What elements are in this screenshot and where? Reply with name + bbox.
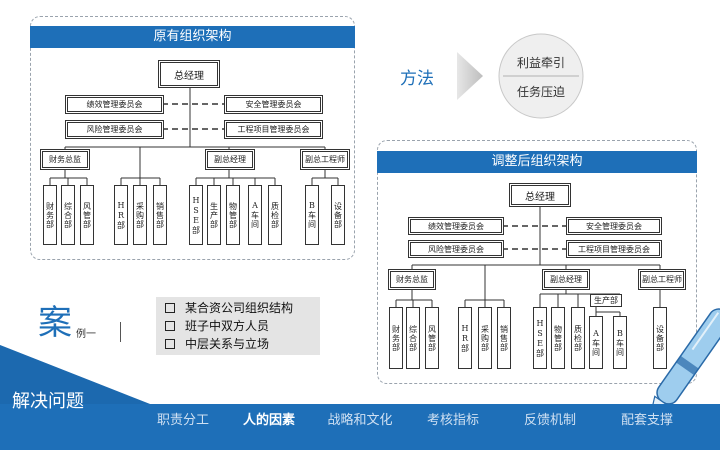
org-dept-box: 财务部 bbox=[389, 307, 403, 369]
org-dept-box: 风管部 bbox=[80, 185, 94, 245]
checkbox-icon bbox=[165, 302, 175, 313]
org-dept-box: A车间 bbox=[248, 185, 262, 245]
original-structure-panel bbox=[30, 16, 355, 260]
case-bullet-text: 中层关系与立场 bbox=[185, 337, 270, 351]
case-bullet-item: 某合资公司组织结构 bbox=[165, 298, 293, 317]
org-dept-box: 生产部 bbox=[207, 185, 221, 245]
org-box-committee: 绩效管理委员会 bbox=[67, 97, 162, 112]
org-box-gm: 总经理 bbox=[511, 185, 569, 205]
case-title-big: 案 bbox=[38, 303, 72, 343]
org-dept-box: B车间 bbox=[613, 316, 627, 369]
org-dept-box: 物管部 bbox=[551, 307, 565, 369]
adjusted-structure-panel bbox=[377, 140, 697, 384]
org-dept-box: 综合部 bbox=[406, 307, 420, 369]
case-bullet-list bbox=[156, 297, 320, 355]
nav-item-kpi[interactable]: 考核指标 bbox=[426, 413, 479, 428]
case-divider bbox=[120, 322, 121, 342]
org-dept-box: HSE部 bbox=[189, 185, 203, 245]
method-label: 方法 bbox=[400, 69, 434, 89]
case-title-small: 例一 bbox=[76, 329, 96, 340]
org-dept-box: HR部 bbox=[458, 307, 472, 369]
org-dept-box: HR部 bbox=[114, 185, 128, 245]
method-item: 任务压迫 bbox=[516, 85, 565, 99]
org-dept-box: 综合部 bbox=[61, 185, 75, 245]
org-dept-box: HSE部 bbox=[533, 307, 547, 369]
case-bullet-text: 班子中双方人员 bbox=[185, 319, 270, 333]
org-box-committee: 工程项目管理委员会 bbox=[568, 242, 660, 256]
org-dept-box: 质检部 bbox=[571, 307, 585, 369]
org-box-manager: 副总经理 bbox=[207, 151, 253, 168]
org-box-committee: 风险管理委员会 bbox=[67, 122, 162, 137]
org-box-production: 生产部 bbox=[590, 294, 622, 307]
org-dept-box: 销售部 bbox=[153, 185, 167, 245]
case-bullet-text: 某合资公司组织结构 bbox=[185, 301, 294, 315]
nav-item-feedback[interactable]: 反馈机制 bbox=[523, 413, 576, 428]
org-dept-box: B车间 bbox=[305, 185, 319, 245]
checkbox-icon bbox=[165, 320, 175, 331]
nav-item-people[interactable]: 人的因素 bbox=[242, 413, 295, 428]
case-bullet-item: 中层关系与立场 bbox=[165, 334, 269, 353]
org-box-manager: 副总工程师 bbox=[640, 271, 684, 288]
org-box-manager: 财务总监 bbox=[390, 271, 434, 288]
org-dept-box: 财务部 bbox=[43, 185, 57, 245]
org-box-committee: 工程项目管理委员会 bbox=[226, 122, 321, 137]
org-box-committee: 安全管理委员会 bbox=[568, 219, 660, 233]
org-dept-box: 采购部 bbox=[478, 307, 492, 369]
nav-item-strategy[interactable]: 战略和文化 bbox=[327, 413, 393, 428]
org-dept-box: 采购部 bbox=[133, 185, 147, 245]
org-box-committee: 安全管理委员会 bbox=[226, 97, 321, 112]
org-box-gm: 总经理 bbox=[160, 62, 218, 86]
org-box-committee: 绩效管理委员会 bbox=[410, 219, 502, 233]
org-dept-box: 风管部 bbox=[425, 307, 439, 369]
case-bullet-item: 班子中双方人员 bbox=[165, 316, 269, 335]
org-box-committee: 风险管理委员会 bbox=[410, 242, 502, 256]
org-dept-box: 设备部 bbox=[331, 185, 345, 245]
org-dept-box: 物管部 bbox=[226, 185, 240, 245]
org-box-manager: 财务总监 bbox=[42, 151, 88, 168]
original-structure-title: 原有组织架构 bbox=[30, 26, 355, 48]
method-item: 利益牵引 bbox=[516, 56, 565, 70]
org-dept-box: 设备部 bbox=[653, 307, 667, 369]
nav-item-duties[interactable]: 职责分工 bbox=[156, 413, 209, 428]
checkbox-icon bbox=[165, 338, 175, 349]
org-box-manager: 副总工程师 bbox=[302, 151, 348, 168]
footer-title: 解决问题 bbox=[12, 391, 84, 412]
org-dept-box: 质检部 bbox=[268, 185, 282, 245]
org-box-manager: 副总经理 bbox=[544, 271, 588, 288]
adjusted-structure-title: 调整后组织架构 bbox=[377, 151, 697, 173]
org-dept-box: A车间 bbox=[589, 316, 603, 369]
org-dept-box: 销售部 bbox=[497, 307, 511, 369]
nav-item-support[interactable]: 配套支撑 bbox=[620, 413, 673, 428]
